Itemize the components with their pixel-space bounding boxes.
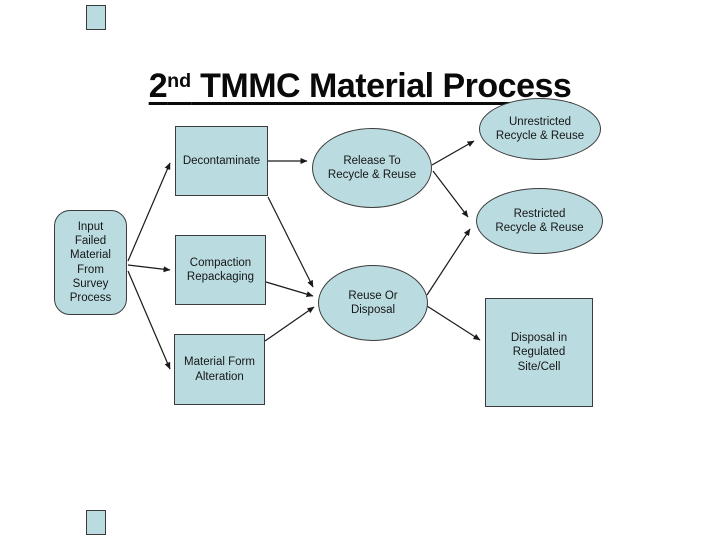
- arrow-material_form-to-reuse: [264, 306, 315, 342]
- node-release-to-recycle-reuse: Release To Recycle & Reuse: [312, 128, 432, 208]
- arrow-decontaminate-to-reuse: [267, 196, 314, 288]
- node-label: Decontaminate: [182, 154, 261, 167]
- template-corner-mark-bottom: [86, 510, 106, 535]
- node-disposal-regulated-site: Disposal in Regulated Site/Cell: [485, 298, 593, 407]
- node-material-form-alteration: Material Form Alteration: [174, 334, 265, 405]
- node-restricted-recycle-reuse: Restricted Recycle & Reuse: [476, 188, 603, 254]
- arrow-reuse-to-restricted: [426, 228, 471, 296]
- node-label: Release To Recycle & Reuse: [327, 154, 417, 181]
- arrow-input-to-material_form: [127, 270, 171, 370]
- node-label: Material Form Alteration: [184, 356, 255, 383]
- node-decontaminate: Decontaminate: [175, 126, 268, 196]
- arrow-input-to-decontaminate: [127, 162, 171, 262]
- arrow-release-to-restricted: [432, 170, 469, 218]
- node-label: Input Failed Material From Survey Proces…: [69, 220, 112, 304]
- node-reuse-or-disposal: Reuse Or Disposal: [318, 265, 428, 341]
- arrow-input-to-compaction: [127, 264, 171, 273]
- title-superscript: nd: [167, 69, 192, 92]
- node-label: Disposal in Regulated Site/Cell: [510, 332, 568, 373]
- arrow-release-to-unrestricted: [431, 140, 475, 166]
- arrow-compaction-to-reuse: [265, 281, 314, 298]
- node-label: Unrestricted Recycle & Reuse: [495, 115, 585, 142]
- node-label: Reuse Or Disposal: [348, 289, 398, 316]
- node-label: Compaction Repackaging: [186, 256, 255, 283]
- node-compaction-repackaging: Compaction Repackaging: [175, 235, 266, 305]
- node-input-failed-material: Input Failed Material From Survey Proces…: [54, 210, 127, 315]
- slide-title-text: 2nd TMMC Material Process: [148, 66, 572, 105]
- arrow-reuse-to-disposal: [426, 305, 481, 341]
- template-corner-mark-top: [86, 5, 106, 30]
- node-label: Restricted Recycle & Reuse: [495, 207, 584, 234]
- node-unrestricted-recycle-reuse: Unrestricted Recycle & Reuse: [479, 98, 601, 160]
- slide-title: 2nd TMMC Material Process: [0, 67, 720, 106]
